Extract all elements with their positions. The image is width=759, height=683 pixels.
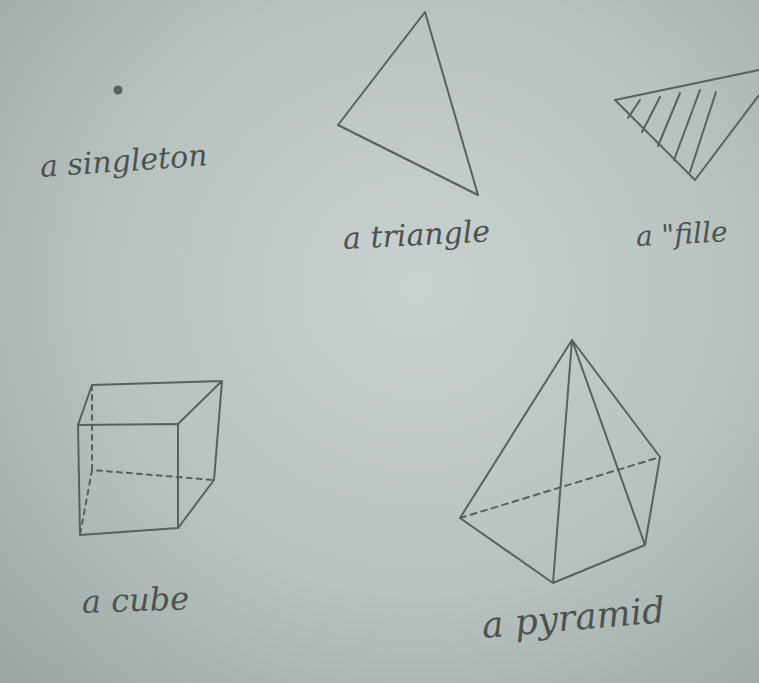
sketch-label: a triangle (342, 214, 491, 255)
filled-triangle (615, 70, 759, 180)
sketch-label: a singleton (39, 138, 209, 183)
triangle-outline (338, 12, 478, 195)
sketch-label: a pyramid (480, 590, 666, 645)
pyramid-drawing (460, 340, 660, 583)
cube-drawing (78, 381, 222, 535)
sketch-label: a cube (81, 581, 189, 620)
singleton-dot (115, 87, 122, 94)
sketch-label: a "fille (635, 217, 728, 253)
